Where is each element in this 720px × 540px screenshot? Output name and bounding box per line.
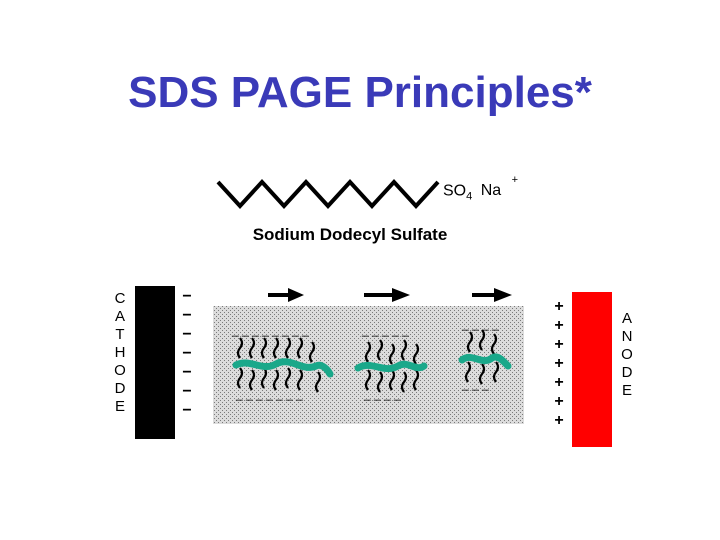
sodium-label: Na	[480, 182, 502, 200]
cathode-letter: C	[114, 290, 126, 307]
sulfate-subscript: 4	[466, 190, 473, 203]
svg-text:_ _ _ _ _ _ _ _: _ _ _ _ _ _ _ _	[231, 323, 309, 337]
negative-sign: −	[182, 326, 192, 343]
svg-text:_ _ _ _ _: _ _ _ _ _	[361, 323, 409, 337]
positive-sign: +	[554, 336, 564, 353]
cathode-letter: A	[114, 308, 125, 325]
cathode-charges: − − − − − − −	[180, 287, 194, 420]
anode-letter: O	[621, 346, 633, 363]
positive-sign: +	[554, 355, 564, 372]
sds-head-group-formula: SO4 Na +	[443, 174, 518, 203]
anode-letter: A	[621, 310, 632, 327]
anode-letter: N	[621, 328, 633, 345]
cathode-letter: O	[114, 362, 126, 379]
sds-protein-complex-medium: _ _ _ _ _ _ _ _ _	[354, 323, 428, 401]
positive-sign: +	[554, 393, 564, 410]
anode-charges: + + + + + + +	[552, 297, 566, 430]
svg-text:_ _ _ _: _ _ _ _	[363, 387, 401, 401]
svg-text:_ _ _ _: _ _ _ _	[461, 317, 499, 331]
cathode-letter: H	[114, 344, 126, 361]
cathode-letter: T	[115, 326, 125, 343]
slide-title: SDS PAGE Principles*	[128, 68, 592, 117]
svg-text:_ _ _ _ _ _ _: _ _ _ _ _ _ _	[235, 387, 303, 401]
cathode-label: C A T H O D E	[112, 290, 128, 416]
anode-letter: D	[621, 364, 633, 381]
anode-electrode	[572, 292, 612, 447]
negative-sign: −	[182, 307, 192, 324]
negative-sign: −	[182, 288, 192, 305]
negative-sign: −	[182, 345, 192, 362]
sodium-charge: +	[511, 174, 519, 186]
sulfate-label: SO	[443, 182, 467, 200]
anode-letter: E	[621, 382, 632, 399]
positive-sign: +	[554, 317, 564, 334]
negative-sign: −	[182, 364, 192, 381]
svg-text:_ _ _: _ _ _	[461, 377, 489, 391]
anode-label: A N O D E	[619, 310, 635, 400]
positive-sign: +	[554, 374, 564, 391]
migration-arrow	[268, 288, 304, 302]
negative-sign: −	[182, 402, 192, 419]
sds-name-label: Sodium Dodecyl Sulfate	[252, 225, 448, 244]
cathode-electrode	[135, 286, 175, 439]
sds-hydrocarbon-tail	[216, 179, 440, 209]
migration-arrow	[364, 288, 410, 302]
positive-sign: +	[554, 298, 564, 315]
positive-sign: +	[554, 412, 564, 429]
sds-protein-complex-large: _ _ _ _ _ _ _ _ _ _ _ _ _ _ _	[231, 323, 334, 401]
sds-protein-complex-small: _ _ _ _ _ _ _	[458, 317, 512, 391]
cathode-letter: E	[114, 398, 125, 415]
cathode-letter: D	[114, 380, 126, 397]
migration-arrow	[472, 288, 512, 302]
negative-sign: −	[182, 383, 192, 400]
